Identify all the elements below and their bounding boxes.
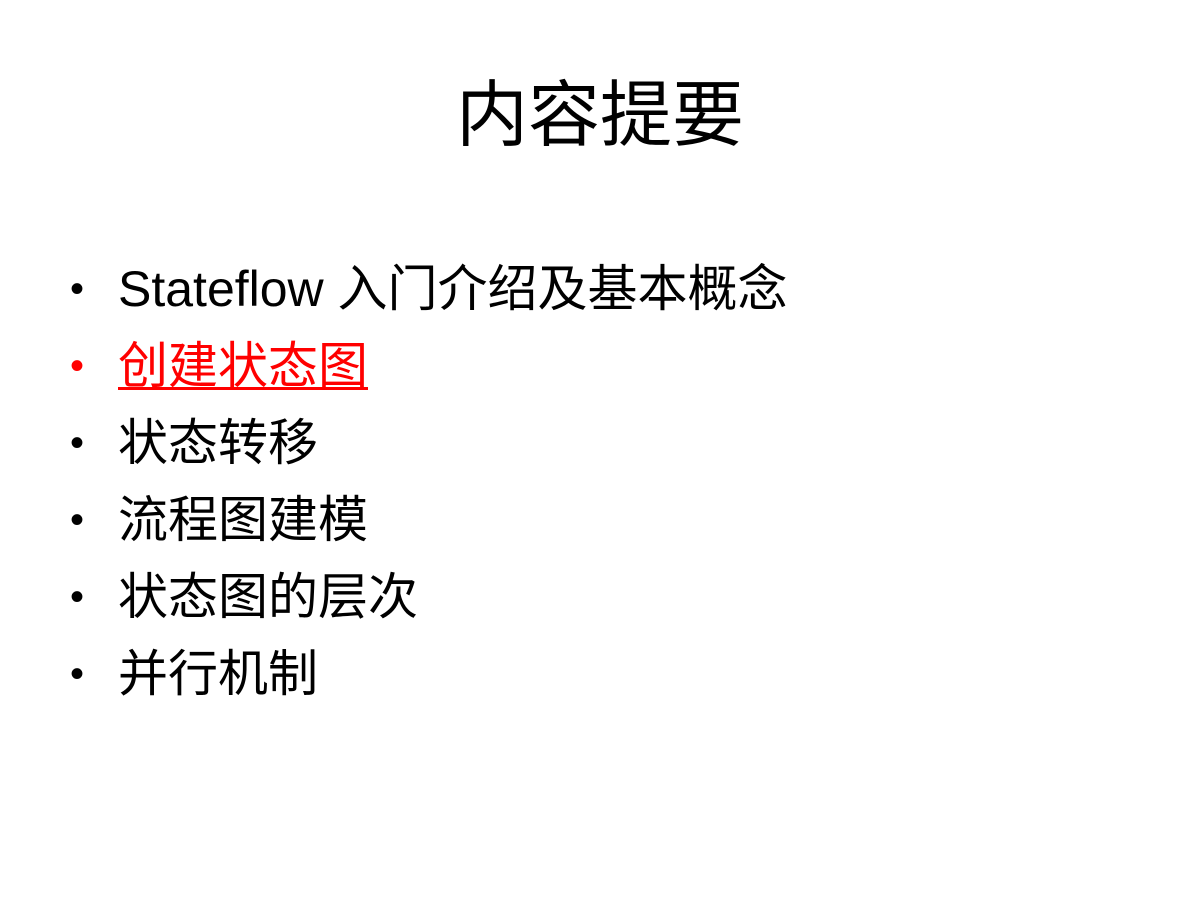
agenda-item-label: 状态转移 [118,414,318,471]
bullet-icon: • [70,266,85,311]
agenda-item-label: 并行机制 [118,645,318,702]
agenda-item-label: 流程图建模 [118,491,368,548]
bullet-icon: • [70,497,85,542]
bullet-icon: • [70,420,85,465]
agenda-list: • Stateflow 入门介绍及基本概念 • 创建状态图 • 状态转移 • 流… [70,250,788,712]
agenda-item-link[interactable]: 创建状态图 [118,337,368,394]
agenda-item-transitions: • 状态转移 [70,404,788,481]
bullet-icon: • [70,651,85,696]
agenda-item-label: 状态图的层次 [118,568,418,625]
bullet-icon: • [70,574,85,619]
bullet-icon: • [70,343,85,388]
agenda-item-parallel: • 并行机制 [70,635,788,712]
agenda-item-flowchart: • 流程图建模 [70,481,788,558]
agenda-item-hierarchy: • 状态图的层次 [70,558,788,635]
agenda-item-intro: • Stateflow 入门介绍及基本概念 [70,250,788,327]
agenda-item-create-chart[interactable]: • 创建状态图 [70,327,788,404]
agenda-item-label: Stateflow 入门介绍及基本概念 [118,260,788,317]
slide-title: 内容提要 [455,73,744,157]
